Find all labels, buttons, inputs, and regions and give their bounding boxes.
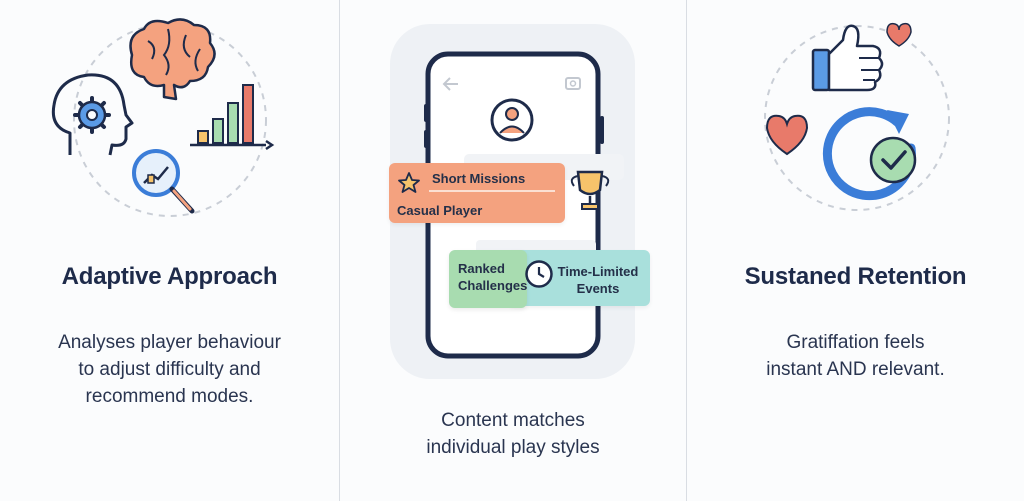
magnifier-icon [132, 149, 195, 214]
ranked-challenges-label: Ranked Challenges [458, 260, 527, 294]
thumbs-up-icon [811, 24, 884, 92]
card-short-missions: Short Missions Casual Player [389, 163, 565, 223]
description-line: recommend modes. [85, 386, 254, 407]
brain-icon [129, 18, 216, 101]
trophy-icon [570, 170, 610, 210]
panel-sustained-retention: Sustaned Retention Gratiffation feels in… [687, 0, 1024, 501]
back-arrow-icon [442, 77, 458, 91]
star-icon [398, 172, 420, 193]
bar-chart-icon [190, 84, 275, 151]
short-missions-label: Short Missions [432, 171, 526, 186]
panel-adaptive-approach: Adaptive Approach Analyses player behavi… [0, 0, 339, 501]
retention-illustration [764, 22, 950, 211]
adaptive-illustration [51, 18, 275, 217]
label-line: Challenges [458, 278, 528, 293]
caption-content-matching: Content matches individual play styles [340, 407, 686, 461]
description-line: Analyses player behaviour [58, 332, 281, 353]
divider-right [686, 0, 687, 501]
label-line: Time-Limited [557, 264, 639, 279]
heart-icon [886, 22, 912, 47]
divider-left [339, 0, 340, 501]
casual-player-label: Casual Player [397, 203, 483, 218]
caption-line: Content matches [441, 410, 585, 431]
card-time-limited-events: Time-Limited Events [508, 250, 650, 306]
caption-line: individual play styles [426, 437, 600, 458]
label-line: Ranked [458, 261, 505, 276]
description-adaptive-approach: Analyses player behaviour to adjust diff… [0, 329, 339, 410]
description-line: to adjust difficulty and [78, 359, 261, 380]
refresh-check-icon [822, 107, 917, 201]
time-limited-events-label: Time-Limited Events [548, 263, 648, 297]
description-line: instant AND relevant. [766, 359, 945, 380]
panel-content-matching: Short Missions Casual Player Time-Limite… [340, 0, 686, 501]
description-line: Gratiffation feels [786, 332, 925, 353]
card-ranked-challenges: Ranked Challenges [449, 250, 527, 308]
heart-icon [765, 114, 809, 156]
label-line: Events [576, 281, 620, 296]
clock-icon [525, 260, 553, 288]
user-avatar-icon [490, 98, 534, 142]
dashed-ring [73, 23, 267, 217]
description-sustained-retention: Gratiffation feels instant AND relevant. [687, 329, 1024, 383]
dashed-ring [764, 25, 950, 211]
title-sustained-retention: Sustaned Retention [744, 263, 967, 290]
title-adaptive-approach: Adaptive Approach [61, 263, 278, 290]
camera-icon [565, 77, 581, 90]
head-gear-icon [51, 73, 134, 156]
card-divider [429, 190, 555, 192]
